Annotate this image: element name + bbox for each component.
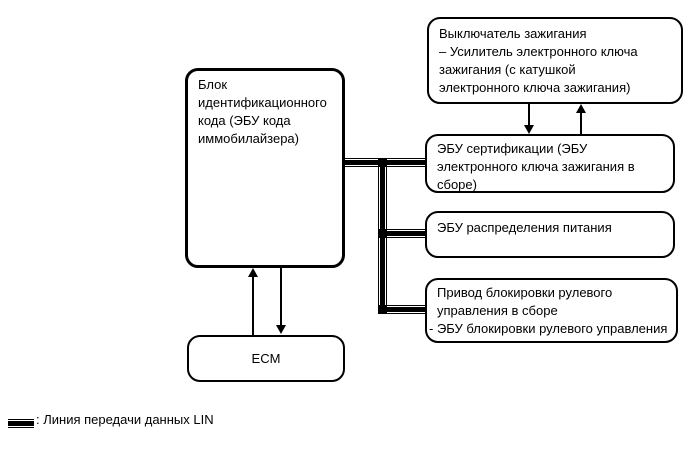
box-ignition-switch-title: Выключатель зажигания: [439, 26, 587, 41]
lin-junction-middle: [378, 229, 387, 238]
box-ecm: ECM: [187, 335, 345, 382]
box-power-distribution-ecu-label: ЭБУ распределения питания: [437, 220, 612, 235]
arrow-line-ignition-to-certification: [528, 104, 530, 126]
box-certification-ecu: ЭБУ сертификации (ЭБУ электронного ключа…: [425, 134, 675, 193]
box-steering-lock-actuator-item: - ЭБУ блокировки рулевого управления: [429, 321, 668, 336]
arrow-line-immobiliser-to-ecm: [280, 268, 282, 326]
lin-junction-bottom: [378, 305, 387, 314]
lin-line-to-steering-lock: [378, 305, 425, 314]
box-power-distribution-ecu: ЭБУ распределения питания: [425, 211, 675, 258]
arrow-head-down-icon: [276, 325, 286, 334]
box-ignition-switch-item: – Усилитель электронного ключа зажигания…: [439, 44, 638, 95]
lin-junction-top: [378, 158, 387, 167]
box-ignition-switch: Выключатель зажигания – Усилитель электр…: [427, 17, 683, 104]
box-ecm-label: ECM: [251, 350, 281, 366]
box-certification-ecu-label: ЭБУ сертификации (ЭБУ электронного ключа…: [437, 141, 635, 192]
arrow-line-ecm-to-immobiliser: [252, 276, 254, 335]
legend-label: : Линия передачи данных LIN: [36, 412, 214, 427]
arrow-head-down-icon: [524, 125, 534, 134]
lin-line-to-power-distribution: [378, 229, 425, 238]
box-steering-lock-actuator: Привод блокировки рулевого управления в …: [425, 278, 678, 343]
arrow-head-up-icon: [576, 104, 586, 113]
lin-line-symbol-icon: [8, 419, 34, 428]
box-steering-lock-actuator-title: Привод блокировки рулевого управления в …: [437, 285, 613, 318]
box-immobiliser-code-ecu-label: Блок идентификационного кода (ЭБУ кода и…: [198, 77, 327, 146]
arrow-head-up-icon: [248, 268, 258, 277]
box-immobiliser-code-ecu: Блок идентификационного кода (ЭБУ кода и…: [185, 68, 345, 268]
arrow-line-certification-to-ignition: [580, 112, 582, 134]
